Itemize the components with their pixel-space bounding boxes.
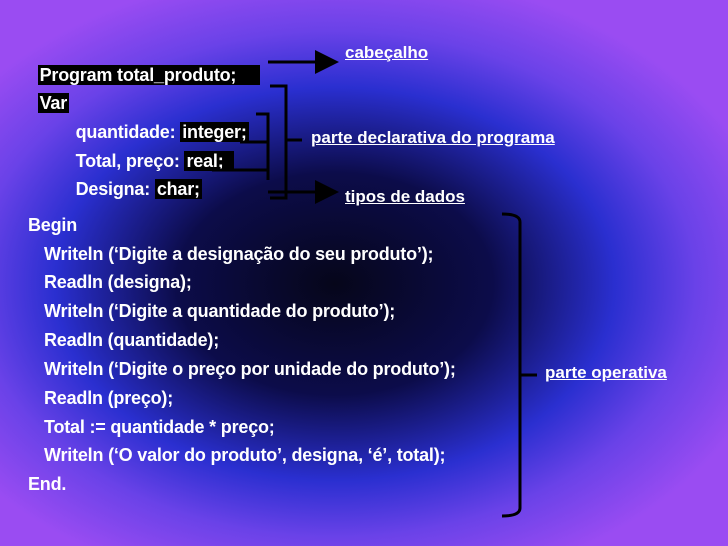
designa-label: Designa: [75, 179, 155, 199]
code-line-writeln-3: Writeln (‘Digite o preço por unidade do … [44, 359, 456, 379]
code-line-program: Program total_produto; [28, 42, 261, 86]
annotation-header: cabeçalho [345, 43, 429, 62]
code-line-readln-3: Readln (preço); [44, 388, 174, 408]
code-line-readln-2: Readln (quantidade); [44, 330, 219, 350]
code-line-assign: Total := quantidade * preço; [44, 417, 275, 437]
code-line-end: End. [28, 474, 67, 494]
real-type: real; [184, 151, 234, 171]
code-line-total-preco: Total, preço: real; [66, 128, 234, 172]
type-bracket-lines [212, 112, 270, 180]
var-keyword: Var [37, 93, 70, 113]
code-line-designa: Designa: char; [66, 156, 202, 200]
code-line-readln-1: Readln (designa); [44, 272, 192, 292]
integer-type: integer; [180, 122, 249, 142]
declarative-bracket [270, 84, 288, 200]
annotation-data-types: tipos de dados [345, 187, 465, 206]
char-type: char; [154, 179, 202, 199]
code-line-writeln-1: Writeln (‘Digite a designação do seu pro… [44, 244, 434, 264]
annotation-operative: parte operativa [545, 363, 667, 382]
program-header-highlight: Program total_produto; [37, 65, 261, 85]
code-line-var: Var [28, 70, 70, 114]
code-line-quantidade: quantidade: integer; [66, 99, 249, 143]
annotation-declarative: parte declarativa do programa [311, 128, 555, 147]
operative-bracket [501, 212, 522, 518]
total-preco-label: Total, preço: [75, 151, 185, 171]
code-line-writeln-4: Writeln (‘O valor do produto’, designa, … [44, 445, 446, 465]
code-line-writeln-2: Writeln (‘Digite a quantidade do produto… [44, 301, 396, 321]
quantidade-label: quantidade: [75, 122, 181, 142]
code-line-begin: Begin [28, 215, 78, 235]
